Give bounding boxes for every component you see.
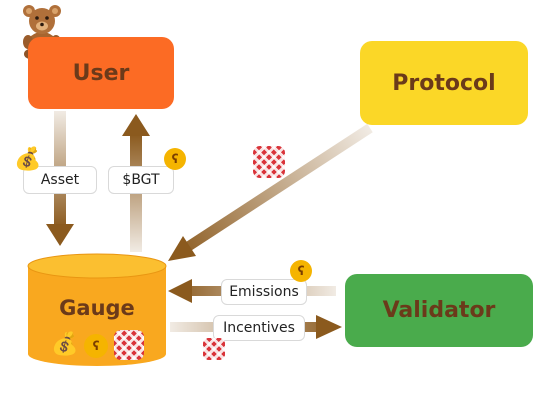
gauge-label: Gauge xyxy=(59,296,135,320)
gauge-money-bag-icon: 💰 xyxy=(51,332,79,357)
validator-node: Validator xyxy=(345,274,533,347)
protocol-arrow xyxy=(168,123,373,261)
gauge-checker-icon xyxy=(114,330,144,360)
validator-label: Validator xyxy=(382,298,496,323)
incentives-token-icon xyxy=(203,338,225,360)
emissions-edge-label: Emissions xyxy=(221,279,307,305)
protocol-label: Protocol xyxy=(392,70,496,96)
gauge-bear-icon: ʕ xyxy=(84,334,108,358)
incentives-edge-label: Incentives xyxy=(213,315,305,341)
emissions-bear-icon: ʕ xyxy=(290,260,312,282)
protocol-node: Protocol xyxy=(360,41,528,125)
money-bag-icon: 💰 xyxy=(14,147,42,172)
user-node: User xyxy=(28,37,174,109)
asset-edge-label: Asset xyxy=(23,166,97,194)
bgt-edge-label: $BGT xyxy=(108,166,174,194)
incentive-token-icon xyxy=(253,146,285,178)
bgt-bear-icon: ʕ xyxy=(164,148,186,170)
user-label: User xyxy=(72,60,130,86)
